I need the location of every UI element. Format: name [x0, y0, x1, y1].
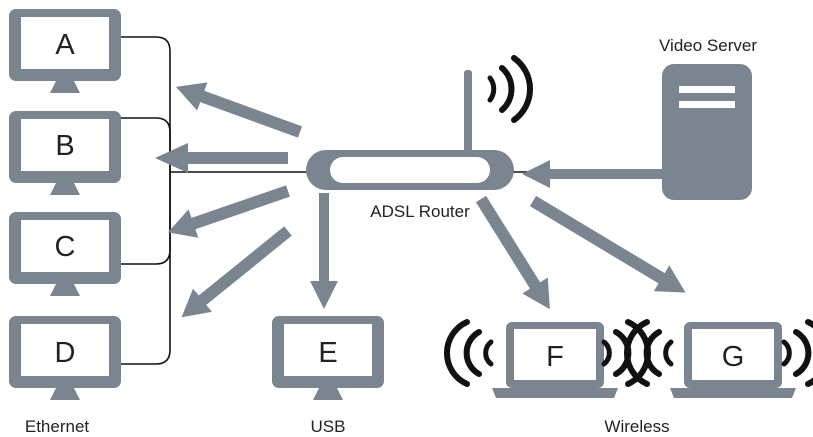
node-label-g: G: [722, 341, 745, 373]
monitor-e: E: [272, 316, 384, 400]
desktop-monitor-icon: [9, 316, 121, 400]
desktop-monitor-icon: [9, 9, 121, 93]
monitor-a: A: [9, 9, 121, 93]
wireless-label: Wireless: [604, 417, 669, 436]
node-label-a: A: [55, 29, 75, 61]
laptop-icon: [492, 322, 618, 398]
usb-label: USB: [311, 417, 346, 436]
wire-c: [118, 172, 171, 265]
node-label-f: F: [546, 341, 564, 373]
node-label-b: B: [55, 130, 74, 162]
arrow-to-g: [529, 195, 686, 293]
laptop-g: G: [624, 319, 813, 398]
arrow-to-c: [167, 185, 290, 238]
laptop-f: F: [444, 319, 651, 398]
router: [306, 55, 533, 190]
data-flow-arrows: [155, 82, 686, 318]
arrow-to-d: [181, 226, 292, 318]
wire-d: [118, 172, 171, 365]
laptop-icon: [670, 322, 796, 398]
video-server-label: Video Server: [659, 36, 757, 55]
wire-b: [118, 117, 171, 172]
desktop-monitor-icon: [9, 212, 121, 296]
router-icon: [306, 70, 514, 190]
server-tower-icon: [662, 64, 752, 200]
arrow-to-e: [310, 193, 338, 309]
monitor-b: B: [9, 111, 121, 195]
node-label-d: D: [55, 337, 76, 369]
desktop-monitor-icon: [272, 316, 384, 400]
video-server: [662, 64, 752, 200]
monitor-c: C: [9, 212, 121, 296]
wireless-signal-icon: [624, 319, 813, 387]
node-label-e: E: [318, 337, 337, 369]
monitor-d: D: [9, 316, 121, 400]
node-label-c: C: [55, 231, 76, 263]
router-label: ADSL Router: [370, 202, 470, 221]
arrow-to-f: [475, 195, 550, 310]
ethernet-label: Ethernet: [25, 417, 90, 436]
wire-a: [118, 36, 171, 172]
arrow-to-a: [175, 82, 303, 138]
wireless-signal-icon: [487, 55, 533, 123]
arrow-to-b: [155, 143, 288, 173]
desktop-monitor-icon: [9, 111, 121, 195]
arrow-from-server: [522, 160, 662, 188]
